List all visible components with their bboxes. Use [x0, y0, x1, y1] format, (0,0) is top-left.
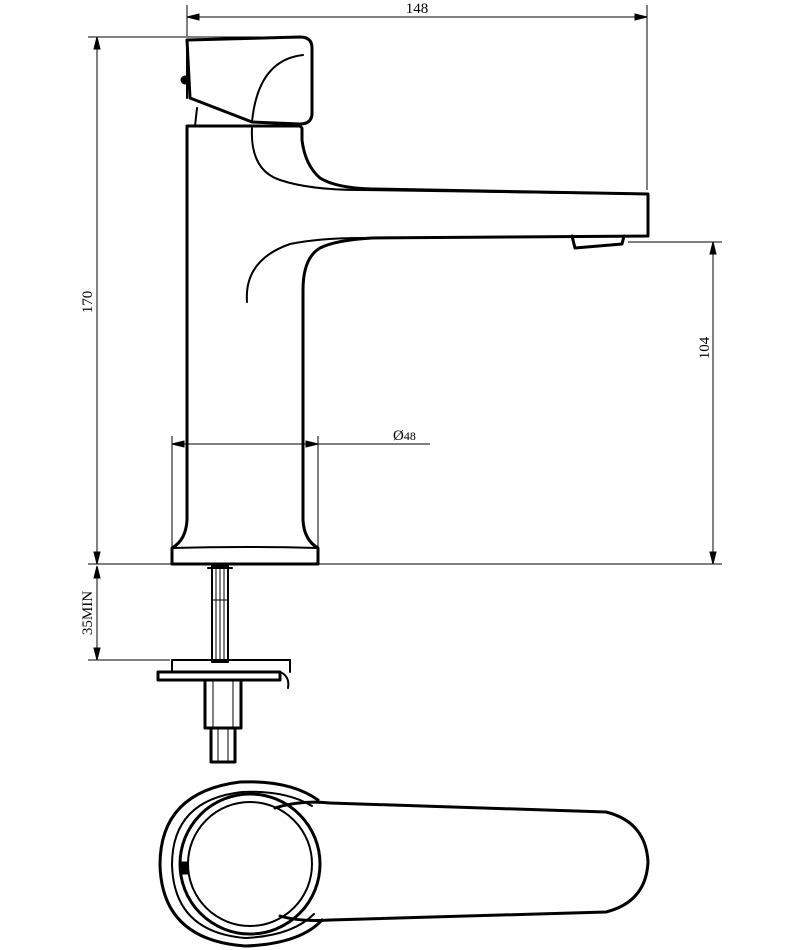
width-dimension-label: 148 [406, 1, 429, 17]
width-dimension: 148 [186, 1, 648, 190]
faucet-top-view [158, 780, 650, 948]
deck-thickness-dimension-label: 35MIN [80, 591, 96, 635]
body-disk [178, 792, 322, 936]
aerator [570, 234, 626, 250]
mounting-plate [156, 670, 282, 682]
spout-height-dimension: 104 [628, 241, 722, 565]
deck-thickness-dimension: 35MIN [80, 565, 170, 661]
diameter-dimension-label: Ø48 [393, 428, 416, 444]
handle-lever [185, 35, 314, 126]
faucet-body [170, 124, 650, 566]
diameter-value: 48 [404, 429, 416, 443]
diameter-dimension: Ø48 [171, 428, 430, 552]
handle-pin-icon [180, 75, 190, 85]
mounting-hardware [156, 565, 291, 764]
handle-pin-top-icon [181, 861, 189, 875]
base-outer-ring [158, 780, 324, 948]
faucet-side-view [170, 35, 650, 566]
height-dimension: 170 [80, 36, 300, 565]
lever-arm-top [273, 800, 650, 922]
mounting-nut [203, 678, 243, 730]
hose-tail [209, 726, 237, 764]
diameter-symbol: Ø [393, 428, 404, 444]
height-dimension-label: 170 [80, 291, 96, 314]
spout-height-dimension-label: 104 [697, 336, 713, 359]
